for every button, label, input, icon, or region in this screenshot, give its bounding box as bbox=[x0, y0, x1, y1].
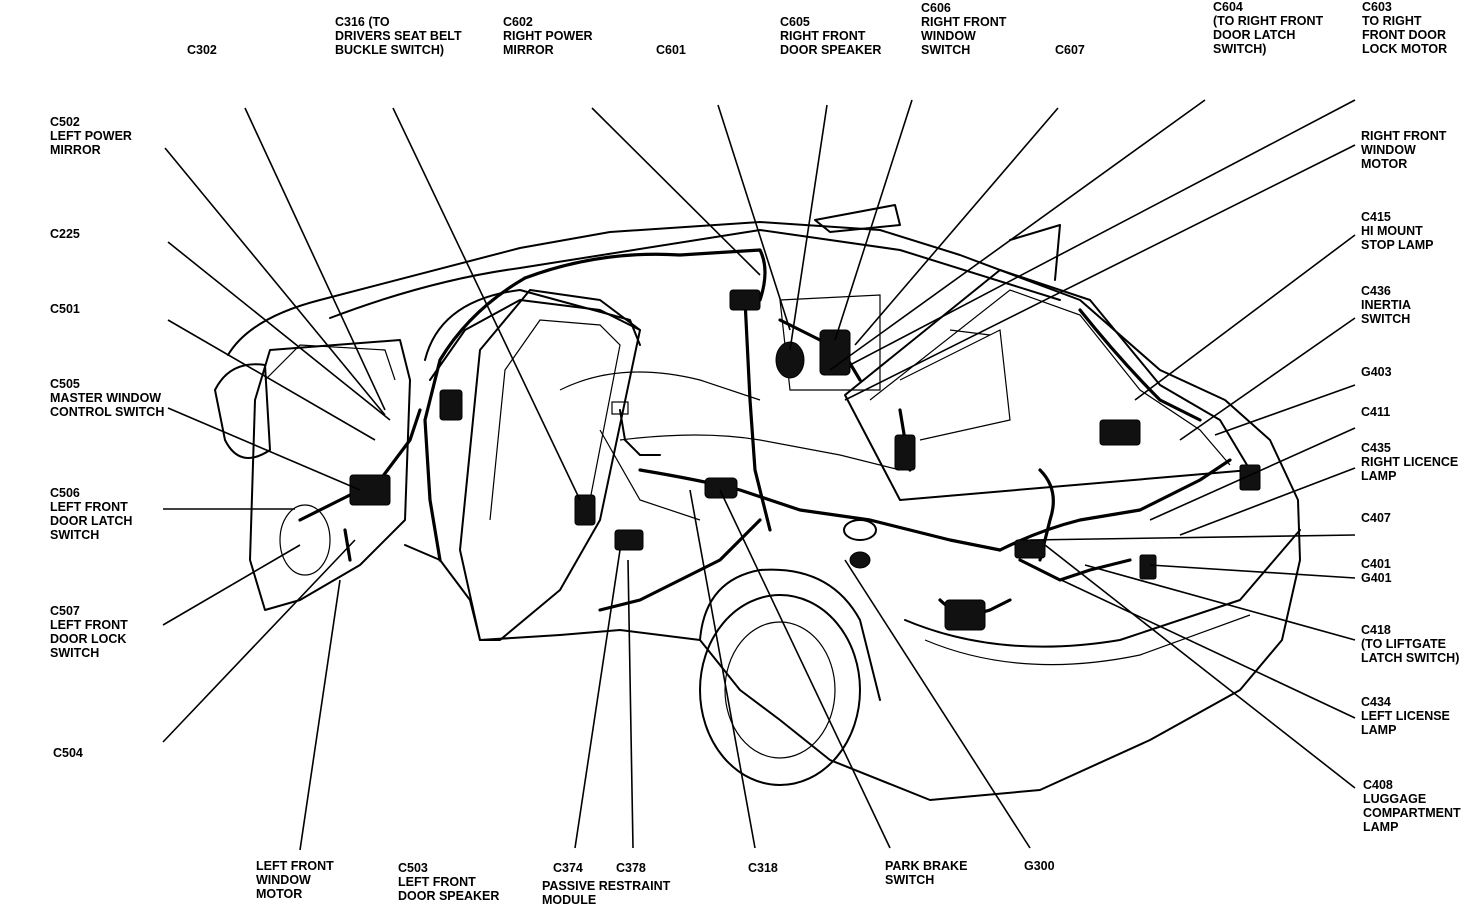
label-right-front-window-motor: RIGHT FRONT WINDOW MOTOR bbox=[1361, 129, 1450, 171]
label-c411: C411 bbox=[1361, 405, 1390, 419]
label-c501: C501 bbox=[50, 302, 80, 316]
label-c418: C418 (TO LIFTGATE LATCH SWITCH) bbox=[1361, 623, 1459, 665]
label-c503: C503 LEFT FRONT DOOR SPEAKER bbox=[398, 861, 499, 903]
label-c316: C316 (TO DRIVERS SEAT BELT BUCKLE SWITCH… bbox=[335, 15, 465, 57]
label-c435: C435 RIGHT LICENCE LAMP bbox=[1361, 441, 1462, 483]
label-c604: C604 (TO RIGHT FRONT DOOR LATCH SWITCH) bbox=[1213, 0, 1327, 56]
label-c607: C607 bbox=[1055, 43, 1085, 57]
label-c436: C436 INERTIA SWITCH bbox=[1361, 284, 1414, 326]
label-c605: C605 RIGHT FRONT DOOR SPEAKER bbox=[780, 15, 881, 57]
label-g403: G403 bbox=[1361, 365, 1392, 379]
label-c502: C502 LEFT POWER MIRROR bbox=[50, 115, 135, 157]
label-c302: C302 bbox=[187, 43, 217, 57]
label-c507: C507 LEFT FRONT DOOR LOCK SWITCH bbox=[50, 604, 131, 660]
label-c606: C606 RIGHT FRONT WINDOW SWITCH bbox=[921, 1, 1010, 57]
label-c434: C434 LEFT LICENSE LAMP bbox=[1361, 695, 1453, 737]
connector-components bbox=[349, 289, 1261, 631]
label-c506: C506 LEFT FRONT DOOR LATCH SWITCH bbox=[50, 486, 136, 542]
component-labels: C302 C316 (TO DRIVERS SEAT BELT BUCKLE S… bbox=[50, 0, 1464, 907]
label-c602: C602 RIGHT POWER MIRROR bbox=[503, 15, 596, 57]
label-c401: C401 G401 bbox=[1361, 557, 1394, 585]
label-c505: C505 MASTER WINDOW CONTROL SWITCH bbox=[50, 377, 165, 419]
label-c504: C504 bbox=[53, 746, 83, 760]
label-c374: C374 PASSIVE RESTRAINT MODULE bbox=[542, 861, 674, 907]
leader-lines bbox=[162, 99, 1356, 851]
label-c225: C225 bbox=[50, 227, 80, 241]
label-park-brake-switch: PARK BRAKE SWITCH bbox=[885, 859, 971, 887]
label-g300: G300 bbox=[1024, 859, 1055, 873]
wiring-harness bbox=[298, 248, 1232, 615]
label-c603: C603 TO RIGHT FRONT DOOR LOCK MOTOR bbox=[1362, 0, 1450, 56]
label-left-front-window-motor: LEFT FRONT WINDOW MOTOR bbox=[256, 859, 337, 901]
label-c601: C601 bbox=[656, 43, 686, 57]
label-c415: C415 HI MOUNT STOP LAMP bbox=[1361, 210, 1433, 252]
label-c407: C407 bbox=[1361, 511, 1391, 525]
label-c318: C318 bbox=[748, 861, 778, 875]
label-c378: C378 bbox=[616, 861, 646, 875]
vehicle-body-outline bbox=[214, 204, 1301, 801]
label-c408: C408 LUGGAGE COMPARTMENT LAMP bbox=[1363, 778, 1464, 834]
